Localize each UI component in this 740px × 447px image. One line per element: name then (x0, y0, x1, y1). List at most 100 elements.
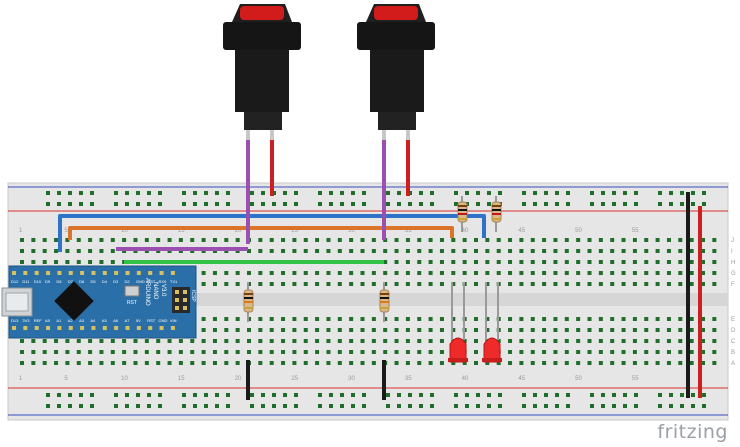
rail-hole (544, 404, 548, 408)
hole (530, 249, 535, 253)
hole (428, 238, 433, 242)
hole (610, 249, 615, 253)
hole (303, 317, 308, 321)
hole (519, 339, 524, 343)
rail-hole (294, 404, 298, 408)
arduino-pin-label: D9 (45, 279, 51, 284)
rail-hole (340, 404, 344, 408)
arduino-pin-label: D7 (68, 279, 74, 284)
rail-hole (193, 191, 197, 195)
rail-hole (397, 393, 401, 397)
hole (474, 282, 478, 286)
arduino-board (8, 265, 197, 339)
model-line1: ARDUINO (144, 278, 150, 306)
rail-hole (250, 202, 254, 206)
rail-hole (351, 202, 355, 206)
hole (315, 249, 320, 253)
hole (212, 350, 217, 354)
reset-button[interactable] (124, 285, 140, 297)
rail-hole (215, 404, 219, 408)
hole (42, 350, 47, 354)
rail-hole (204, 202, 208, 206)
hole (281, 282, 286, 286)
hole (76, 350, 81, 354)
rail-hole (612, 191, 616, 195)
column-number: 50 (575, 228, 582, 234)
hole (576, 350, 581, 354)
rail-hole (702, 404, 706, 408)
hole (247, 350, 251, 354)
arduino-pin-label: D12 (11, 279, 19, 284)
column-number: 1 (19, 228, 23, 234)
rail-hole (702, 393, 706, 397)
rail-hole (544, 202, 548, 206)
rail-hole (294, 191, 298, 195)
hole (621, 317, 626, 321)
rail-hole (522, 191, 526, 195)
arduino-pin-label: RX0 (159, 279, 168, 284)
hole (235, 271, 240, 275)
arduino-pin-label: A5 (102, 318, 108, 323)
rail-hole (487, 202, 491, 206)
rail-hole (498, 404, 502, 408)
hole (564, 361, 569, 365)
hole (20, 249, 24, 253)
button-base (223, 22, 301, 50)
rail-hole (669, 404, 673, 408)
hole (530, 350, 535, 354)
hole (542, 260, 547, 264)
rail-hole (498, 191, 502, 195)
hole (224, 238, 229, 242)
hole (394, 249, 399, 253)
hole (31, 249, 36, 253)
hole (315, 328, 320, 332)
hole (99, 249, 104, 253)
rail-hole (215, 202, 219, 206)
column-numbers: 1155101015152020252530303535404045455050… (19, 228, 639, 382)
rail-hole (691, 202, 695, 206)
hole (326, 249, 331, 253)
hole (212, 339, 217, 343)
hole (701, 260, 705, 264)
rail-hole (79, 404, 83, 408)
hole (201, 361, 206, 365)
hole (610, 238, 615, 242)
rail-hole (601, 393, 605, 397)
rail-hole (533, 404, 537, 408)
hole (212, 328, 217, 332)
hole (394, 317, 399, 321)
rail-hole (136, 393, 140, 397)
wires (58, 136, 702, 400)
hole (530, 282, 535, 286)
hole (655, 328, 660, 332)
rail-hole (634, 393, 638, 397)
hole (655, 361, 660, 365)
wire-orange[interactable] (68, 226, 454, 240)
hole (326, 339, 331, 343)
hole (678, 350, 683, 354)
rail-hole (612, 202, 616, 206)
rail-hole (79, 202, 83, 206)
hole (292, 361, 297, 365)
hole (417, 238, 422, 242)
hole (689, 317, 694, 321)
hole (576, 339, 581, 343)
hole (576, 328, 581, 332)
pushbutton-right[interactable] (357, 4, 435, 140)
wire-blue[interactable] (58, 214, 486, 252)
rail-hole (476, 202, 480, 206)
icsp-header (172, 287, 190, 313)
hole (632, 361, 637, 365)
hole (542, 238, 547, 242)
hole (462, 361, 467, 365)
hole (428, 328, 433, 332)
hole (542, 361, 547, 365)
hole (42, 260, 47, 264)
resistor-top-right (491, 196, 502, 232)
hole (496, 260, 501, 264)
pushbutton-left[interactable] (223, 4, 301, 140)
arduino-pin-label: GND (159, 318, 168, 323)
hole (530, 317, 535, 321)
usb-port (5, 292, 29, 312)
